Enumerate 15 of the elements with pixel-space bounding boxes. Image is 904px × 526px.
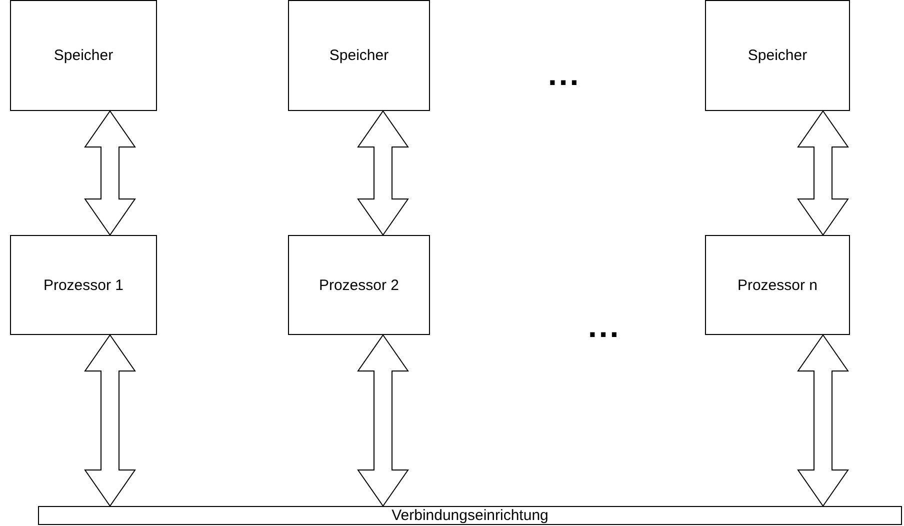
double-arrow — [357, 334, 409, 507]
ellipsis: ... — [588, 310, 621, 342]
process-box: Prozessor 1 — [10, 235, 157, 335]
double-arrow — [84, 334, 136, 507]
process-box: Speicher — [288, 0, 430, 111]
process-box: Verbindungseinrichtung — [38, 506, 902, 525]
process-box: Prozessor 2 — [288, 235, 430, 335]
double-arrow — [357, 110, 409, 236]
double-arrow — [84, 110, 136, 236]
process-box: Speicher — [10, 0, 157, 111]
ellipsis: ... — [548, 58, 581, 90]
process-box: Prozessor n — [705, 235, 850, 335]
process-box: Speicher — [705, 0, 850, 111]
double-arrow — [797, 110, 849, 236]
double-arrow — [797, 334, 849, 507]
